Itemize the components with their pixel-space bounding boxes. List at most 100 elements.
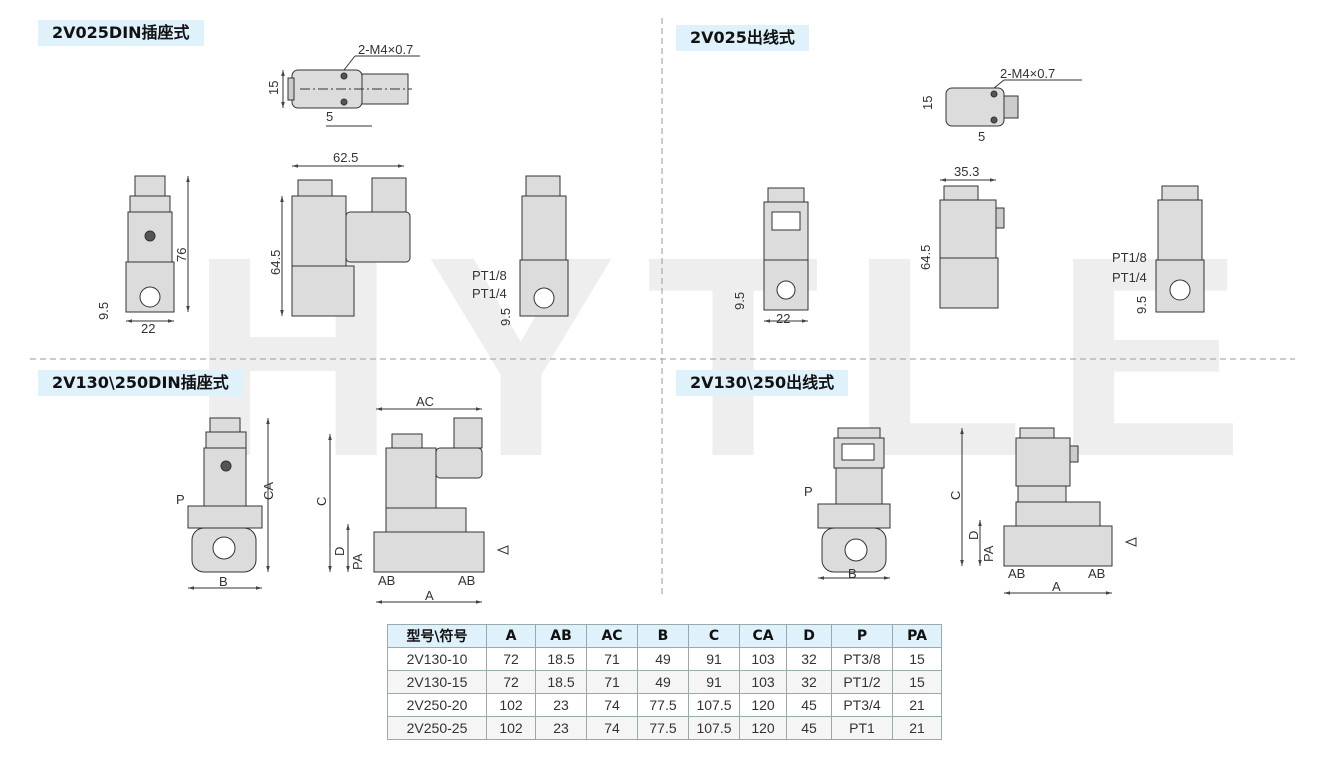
- col-header-ac: AC: [586, 624, 638, 648]
- col-header-c: C: [688, 624, 740, 648]
- dim-15-2: 15: [920, 96, 935, 110]
- cell: 91: [688, 670, 740, 694]
- cell: 77.5: [637, 693, 689, 717]
- section-title-2v130-wire: 2V130\250出线式: [676, 370, 849, 396]
- dim-a-2: A: [1052, 579, 1061, 594]
- cell: 71: [586, 670, 638, 694]
- thread-label-2: 2-M4×0.7: [1000, 66, 1055, 81]
- cell: PT1/2: [831, 670, 893, 694]
- cell: 72: [486, 670, 536, 694]
- section-title-2v025-din: 2V025DIN插座式: [38, 20, 204, 46]
- dim-76: 76: [174, 248, 189, 262]
- col-header-model: 型号\符号: [387, 624, 487, 648]
- dim-b-2: B: [848, 566, 857, 581]
- dim-a: A: [425, 588, 434, 603]
- cell: PT3/4: [831, 693, 893, 717]
- dim-64-5: 64.5: [268, 250, 283, 275]
- cell: 15: [892, 670, 942, 694]
- dim-b: B: [219, 574, 228, 589]
- dim-9-5: 9.5: [96, 302, 111, 320]
- table-row: 2V130-10 72 18.5 71 49 91 103 32 PT3/8 1…: [387, 647, 942, 671]
- dim-22: 22: [141, 321, 155, 336]
- cell: 71: [586, 647, 638, 671]
- dim-p: P: [176, 492, 185, 507]
- section-title-2v130-din: 2V130\250DIN插座式: [38, 370, 243, 396]
- col-header-a: A: [486, 624, 536, 648]
- cell: 32: [786, 670, 832, 694]
- cell: 107.5: [688, 716, 740, 740]
- cell: 2V130-10: [387, 647, 487, 671]
- dim-d: D: [332, 547, 347, 556]
- dim-p-2: P: [804, 484, 813, 499]
- col-header-ab: AB: [535, 624, 587, 648]
- wire-large-valve-front-view: [817, 427, 891, 573]
- dim-c: C: [314, 497, 329, 506]
- cell: 18.5: [535, 670, 587, 694]
- cell: 32: [786, 647, 832, 671]
- cell: 49: [637, 670, 689, 694]
- cell: 102: [486, 693, 536, 717]
- cell: 18.5: [535, 647, 587, 671]
- dim-9-5-right: 9.5: [498, 308, 513, 326]
- wire-coil-top-view: [945, 87, 1019, 127]
- dim-c-2: C: [948, 491, 963, 500]
- dim-ac: AC: [416, 394, 434, 409]
- flow-arrow-icon-2: [1124, 537, 1137, 547]
- din-valve-front-view: [125, 175, 175, 313]
- cell: 45: [786, 693, 832, 717]
- pt14-label: PT1/4: [472, 286, 507, 301]
- flow-arrow-icon: [496, 545, 509, 555]
- cell: PT1: [831, 716, 893, 740]
- dim-5: 5: [326, 109, 333, 124]
- cell: 107.5: [688, 693, 740, 717]
- cell: 15: [892, 647, 942, 671]
- cell: 72: [486, 647, 536, 671]
- col-header-b: B: [637, 624, 689, 648]
- col-header-ca: CA: [739, 624, 787, 648]
- cell: 23: [535, 716, 587, 740]
- cell: 2V250-25: [387, 716, 487, 740]
- cell: 120: [739, 693, 787, 717]
- dim-64-5-2: 64.5: [918, 245, 933, 270]
- cell: 74: [586, 716, 638, 740]
- din-valve-side-view: [291, 177, 411, 317]
- din-valve-right-view: [519, 175, 569, 317]
- wire-valve-right-view: [1155, 185, 1205, 313]
- cell: 102: [486, 716, 536, 740]
- cell: 74: [586, 693, 638, 717]
- dim-15: 15: [266, 81, 281, 95]
- dim-ab-left: AB: [378, 573, 395, 588]
- dim-ab-right: AB: [458, 573, 475, 588]
- cell: 2V250-20: [387, 693, 487, 717]
- wire-valve-side-view: [939, 185, 1005, 309]
- din-large-valve-side-view: [373, 417, 485, 573]
- table-row: 2V250-20 102 23 74 77.5 107.5 120 45 PT3…: [387, 693, 942, 717]
- wire-large-valve-side-view: [1003, 427, 1113, 567]
- dim-22-2: 22: [776, 311, 790, 326]
- col-header-pa: PA: [892, 624, 942, 648]
- thread-label: 2-M4×0.7: [358, 42, 413, 57]
- cell: 103: [739, 670, 787, 694]
- dim-pa-2: PA: [981, 545, 996, 562]
- cell: 23: [535, 693, 587, 717]
- cell: 45: [786, 716, 832, 740]
- din-connector-top-view: [287, 69, 412, 109]
- cell: 21: [892, 693, 942, 717]
- wire-valve-front-view: [763, 187, 809, 311]
- cell: 77.5: [637, 716, 689, 740]
- dim-d-2: D: [966, 531, 981, 540]
- dim-ca: CA: [261, 482, 276, 500]
- dim-5-2: 5: [978, 129, 985, 144]
- pt14-label-2: PT1/4: [1112, 270, 1147, 285]
- cell: 120: [739, 716, 787, 740]
- pt18-label-2: PT1/8: [1112, 250, 1147, 265]
- col-header-p: P: [831, 624, 893, 648]
- cell: 2V130-15: [387, 670, 487, 694]
- cell: 21: [892, 716, 942, 740]
- pt18-label: PT1/8: [472, 268, 507, 283]
- dim-pa: PA: [350, 553, 365, 570]
- spec-table: 型号\符号 A AB AC B C CA D P PA 2V130-10 72 …: [387, 624, 942, 740]
- dim-9-5-3: 9.5: [1134, 296, 1149, 314]
- cell: 103: [739, 647, 787, 671]
